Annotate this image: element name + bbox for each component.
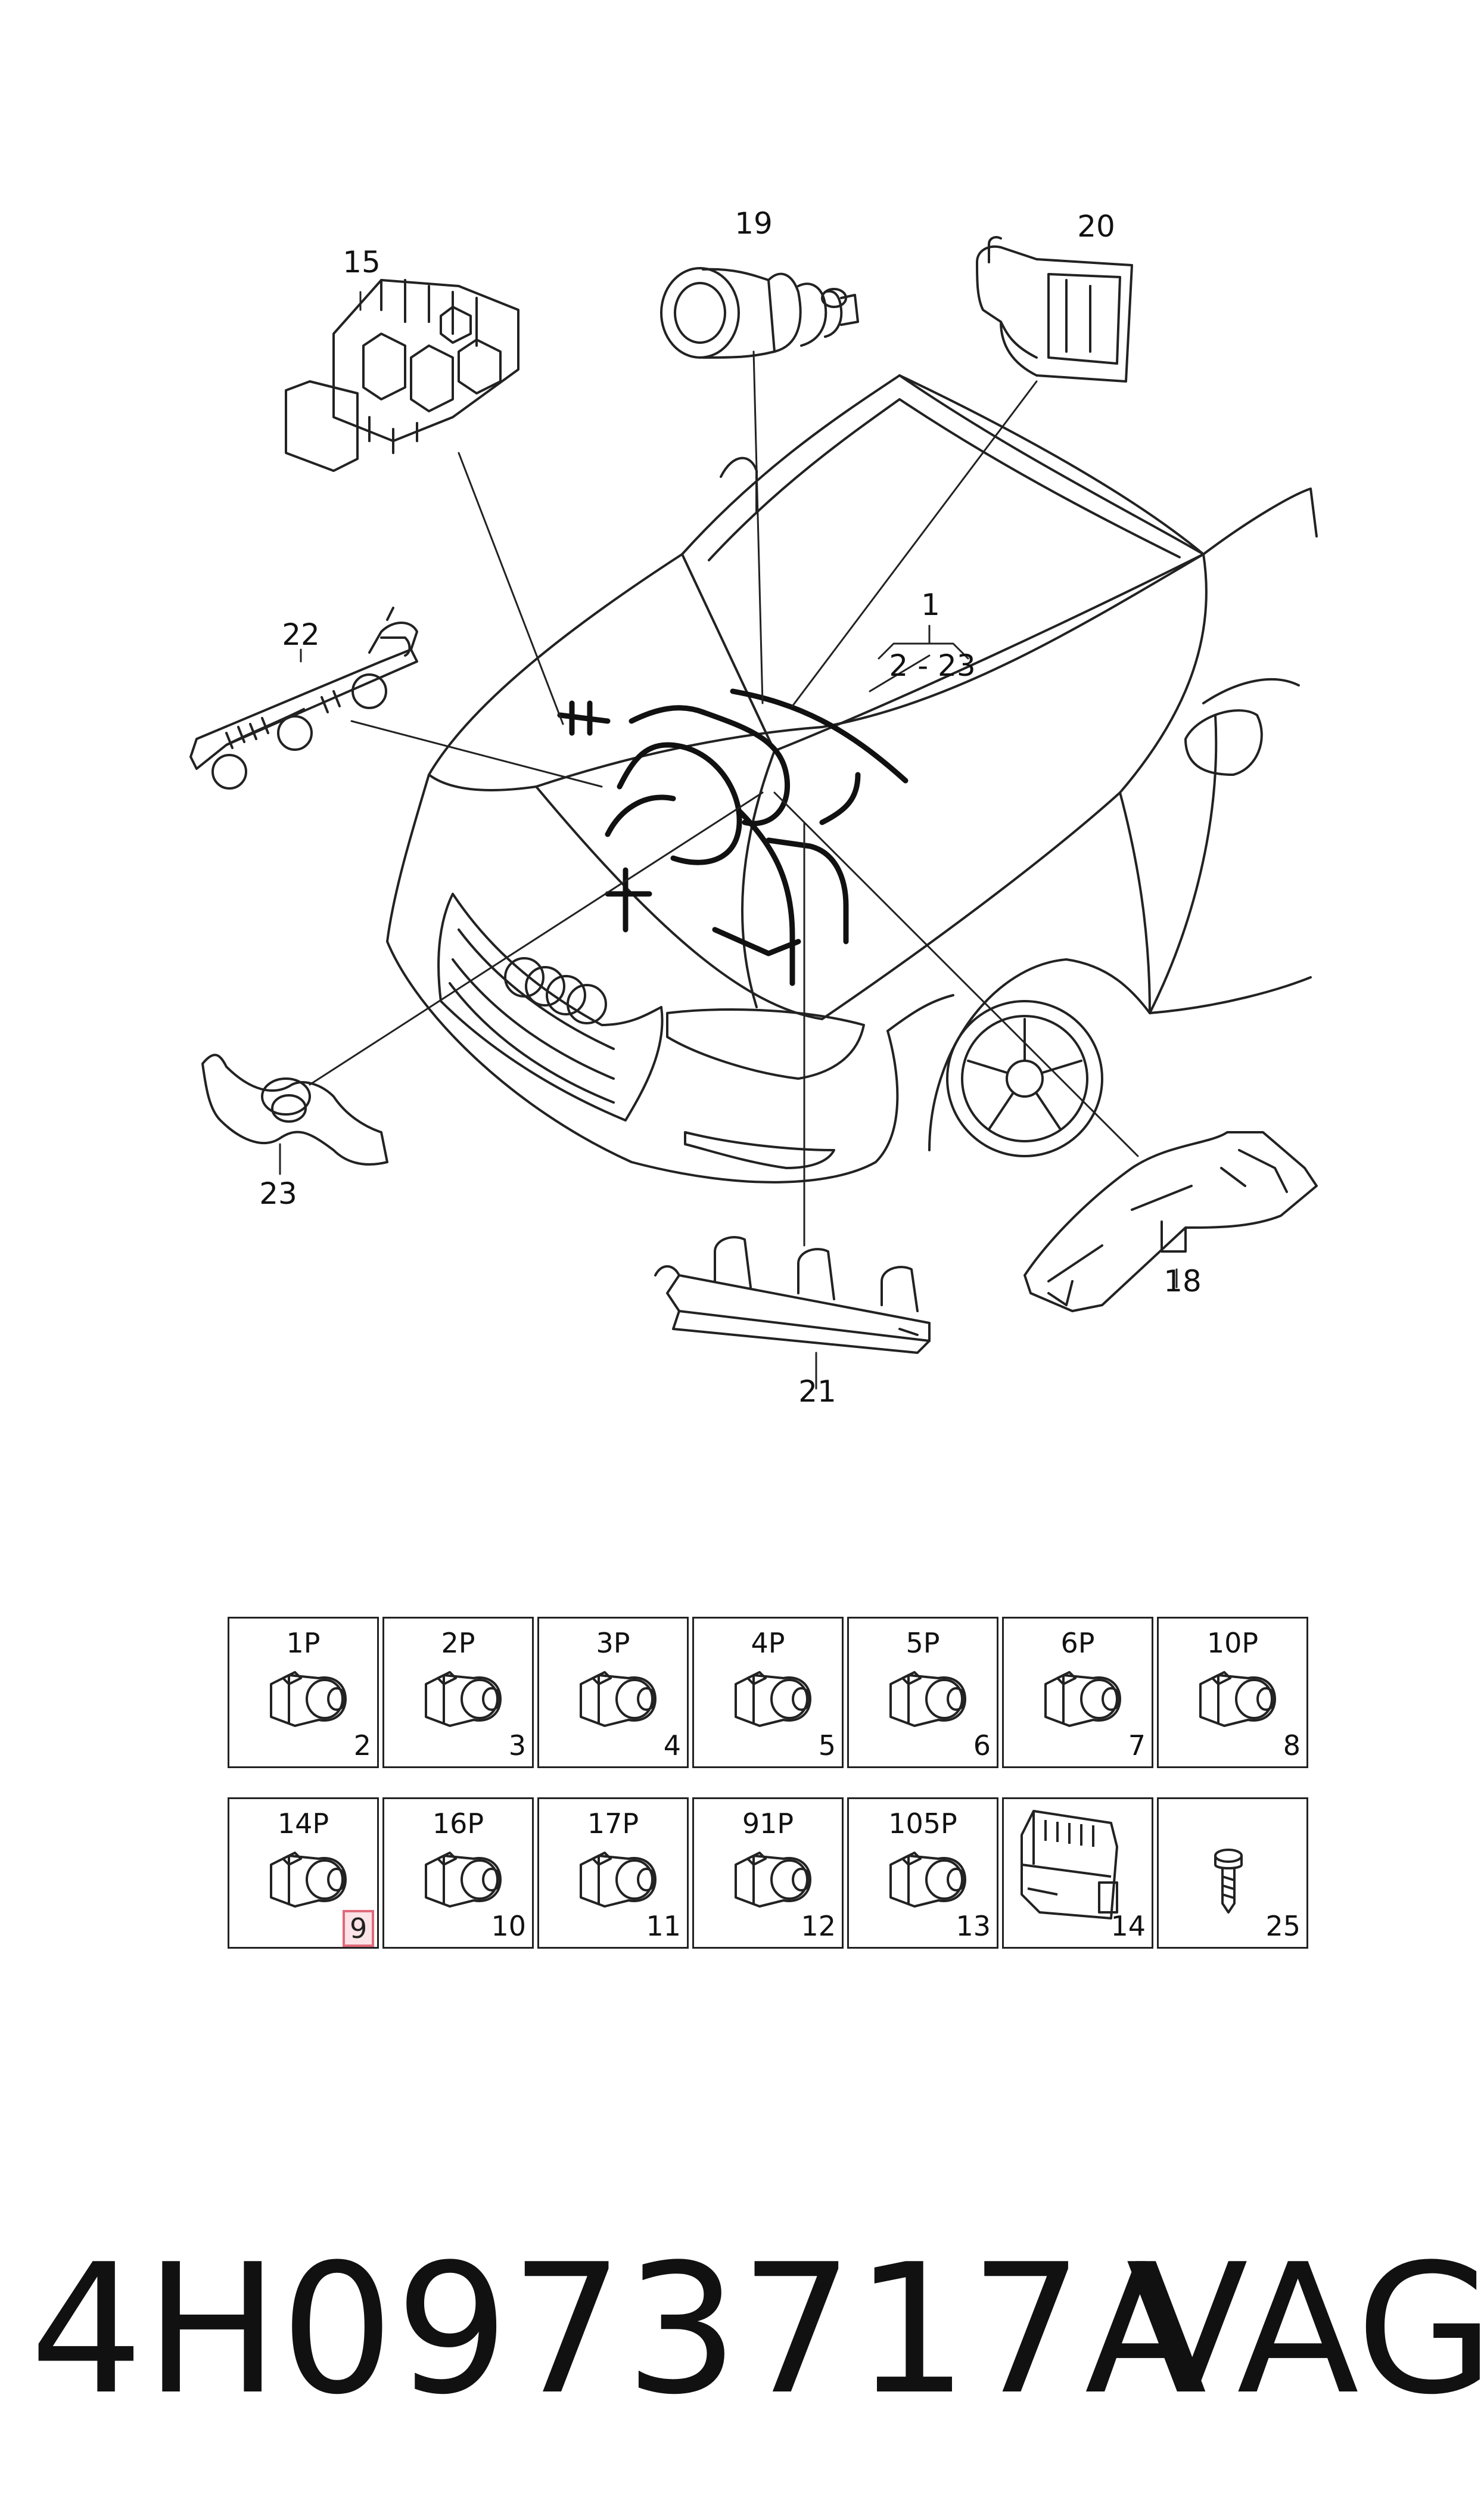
callout-1-range: 2 - 23: [889, 648, 976, 683]
item-number: 5: [818, 1729, 836, 1762]
connector-cell-5[interactable]: 4P 5: [692, 1617, 844, 1768]
connector-pin-label: 3P: [596, 1627, 630, 1659]
item-number: 14: [1110, 1910, 1146, 1942]
callout-19: 19: [735, 206, 773, 241]
part-15-relay-carrier: [285, 279, 519, 472]
connector-cell-10[interactable]: 16P 10: [382, 1797, 534, 1949]
connector-cell-4[interactable]: 3P 4: [537, 1617, 689, 1768]
connector-cell-11[interactable]: 17P 11: [537, 1797, 689, 1949]
part-20-housing: [976, 236, 1133, 383]
callout-21: 21: [798, 1374, 836, 1409]
item-number: 8: [1283, 1729, 1301, 1762]
connector-pin-label: 2P: [441, 1627, 475, 1659]
connector-pin-label: 6P: [1060, 1627, 1095, 1659]
connector-cell-2[interactable]: 1P 2: [228, 1617, 379, 1768]
connector-pin-label: 16P: [432, 1807, 484, 1840]
connector-cell-6[interactable]: 5P 6: [847, 1617, 998, 1768]
car-outline: [386, 374, 1318, 1184]
part-22-rail: [189, 607, 418, 790]
callout-20: 20: [1077, 209, 1115, 244]
item-number: 7: [1128, 1729, 1146, 1762]
connector-pin-label: 105P: [888, 1807, 957, 1840]
callout-15: 15: [343, 245, 381, 279]
callout-1: 1: [921, 588, 940, 622]
connector-pin-label: 4P: [751, 1627, 785, 1659]
item-number: 12: [801, 1910, 836, 1942]
item-number: 2: [353, 1729, 371, 1762]
item-number: 4: [663, 1729, 681, 1762]
item-number: 10: [491, 1910, 526, 1942]
connector-pin-label: 10P: [1206, 1627, 1259, 1659]
connector-pin-label: 91P: [742, 1807, 794, 1840]
part-23-bracket: [201, 1054, 388, 1166]
connector-cell-13[interactable]: 105P 13: [847, 1797, 998, 1949]
brand-name: VAG: [1126, 2226, 1484, 2434]
callout-18: 18: [1163, 1264, 1202, 1299]
connector-pin-label: 17P: [587, 1807, 639, 1840]
connector-pin-label: 1P: [286, 1627, 321, 1659]
highlighted-item-number: 9: [343, 1910, 375, 1947]
item-number: 13: [956, 1910, 991, 1942]
connector-cell-3[interactable]: 2P 3: [382, 1617, 534, 1768]
item-number: 3: [508, 1729, 526, 1762]
connector-cell-9[interactable]: 14P 9: [228, 1797, 379, 1949]
part-number: 4H0973717A: [30, 2226, 1208, 2434]
part-18-bracket: [1023, 1131, 1318, 1312]
connector-pin-label: 14P: [277, 1807, 329, 1840]
item-number: 11: [646, 1910, 681, 1942]
connector-cell-25[interactable]: 25: [1157, 1797, 1308, 1949]
item-number: 6: [973, 1729, 991, 1762]
part-21-rail: [654, 1236, 931, 1354]
connector-cell-8[interactable]: 10P 8: [1157, 1617, 1308, 1768]
part-19-grommet: [660, 267, 859, 359]
parts-diagram: [189, 236, 1318, 1390]
connector-cell-14[interactable]: 14: [1002, 1797, 1153, 1949]
item-number: 25: [1265, 1910, 1301, 1942]
callout-22: 22: [282, 617, 320, 652]
wiring-harness: [557, 688, 909, 986]
callout-23: 23: [259, 1176, 297, 1211]
connector-cell-12[interactable]: 91P 12: [692, 1797, 844, 1949]
leader-lines: [279, 291, 1178, 1390]
connector-pin-label: 5P: [906, 1627, 940, 1659]
connector-cell-7[interactable]: 6P 7: [1002, 1617, 1153, 1768]
